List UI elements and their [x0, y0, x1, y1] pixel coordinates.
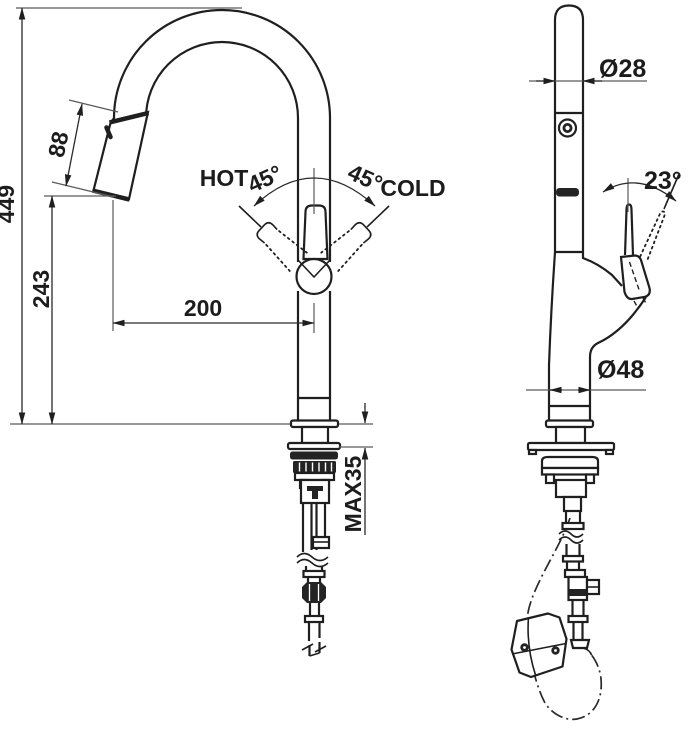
nut-leg: [544, 473, 556, 485]
spray-hose-loop: [525, 517, 603, 721]
front-view: 449 243 88 200 MAX35 HOT 45° 45° COLD: [0, 7, 446, 657]
spray-outlet-face: [91, 188, 131, 202]
side-nut-bar: [540, 466, 600, 476]
side-spout-tube: [553, 4, 585, 252]
side-handle-blade: [623, 203, 635, 256]
weight-screw-center: [554, 649, 557, 652]
hose-through-weight: [527, 616, 537, 676]
supply-hoses: [296, 503, 331, 657]
dim-line-88: [64, 103, 84, 187]
nut-leg: [584, 473, 596, 485]
valve-tee: [307, 486, 323, 491]
handle-rotation-arc: [253, 177, 376, 207]
ball-joint-vee: [296, 258, 332, 279]
plate-tab: [604, 448, 615, 456]
side-shank: [554, 425, 587, 445]
lock-nut-ribs: [298, 462, 333, 472]
dim-base-diameter: Ø48: [597, 356, 644, 384]
dim-handle-angle: 23°: [644, 167, 682, 195]
spray-head-button: [104, 125, 113, 140]
spout-inner-outline: [144, 40, 300, 262]
cold-leader-line: [366, 205, 390, 228]
spray-head: [92, 110, 150, 201]
side-view: 23°: [510, 4, 682, 721]
dim-spray-head-length: 88: [43, 129, 74, 160]
side-outlet-band: [556, 188, 579, 197]
hose-weight: [510, 612, 568, 679]
side-body-left: [547, 251, 557, 421]
dim-max-mounting-thickness: MAX35: [340, 455, 366, 532]
spray-button-center: [565, 125, 570, 131]
spray-head-seam: [108, 110, 150, 125]
label-cold: COLD: [380, 175, 445, 201]
side-escutcheon-plate: [526, 441, 616, 452]
spout-outer-outline: [111, 8, 332, 262]
dim-spout-diameter: Ø28: [599, 55, 646, 83]
hot-leader-line: [238, 205, 262, 228]
label-hot: HOT: [200, 165, 249, 191]
side-handle-ghost: [639, 210, 666, 261]
valve-tee-stem: [312, 491, 318, 499]
washer-plate: [286, 441, 342, 451]
handle-tilt-arc: [602, 182, 677, 202]
side-hose-chain: [558, 511, 601, 656]
handle-ghost-cold: [320, 221, 372, 272]
handle-ghost-hot: [256, 221, 308, 272]
hose-weight-seam: [511, 642, 567, 655]
side-body-shoulder: [581, 252, 623, 287]
side-wing-nut: [540, 455, 600, 470]
ext-line-head-bottom: [51, 181, 115, 198]
rubber-gasket: [290, 451, 338, 460]
dim-hot-angle: 45°: [244, 160, 286, 198]
shank: [300, 425, 330, 445]
dim-spout-reach: 200: [184, 295, 222, 321]
handle-base-hidden-edge: [628, 261, 641, 292]
dim-total-height: 449: [0, 185, 19, 223]
ext-line-head-top: [68, 99, 119, 113]
weight-screw-center: [523, 646, 526, 649]
side-valve-block: [554, 478, 588, 499]
side-lower-fitting: [562, 495, 583, 513]
side-body-under-boss: [588, 296, 647, 421]
plate-tab: [527, 448, 538, 456]
handle-front: [302, 204, 329, 261]
handle-base-hidden-edge: [633, 297, 648, 309]
dim-outlet-height: 243: [28, 270, 54, 308]
